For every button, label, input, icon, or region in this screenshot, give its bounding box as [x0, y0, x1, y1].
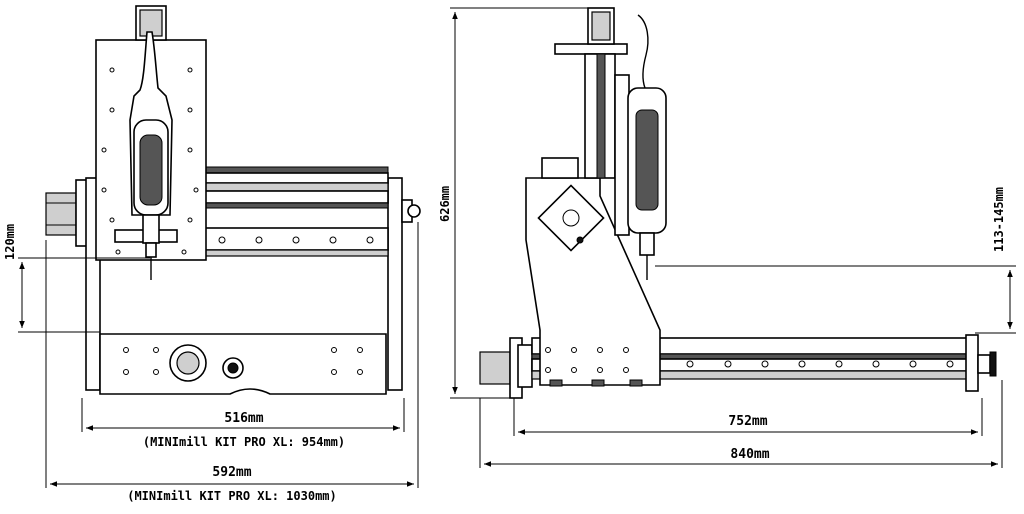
dim-front-outer-width-label: 592mm — [212, 465, 251, 480]
front-right-handwheel — [401, 199, 421, 223]
side-spindle — [627, 14, 667, 280]
dim-front-outer-width-note: (MINImill KIT PRO XL: 1030mm) — [127, 489, 337, 503]
dim-front-height: 120mm — [3, 224, 150, 333]
front-spindle — [129, 31, 173, 280]
front-rail-holes — [218, 236, 374, 244]
dim-front-height-label: 120mm — [3, 224, 17, 260]
dim-side-rail-length-label: 752mm — [728, 414, 767, 429]
dim-front-inner-width-note: (MINImill KIT PRO XL: 954mm) — [143, 435, 345, 449]
dim-side-rail-length: 752mm — [513, 398, 983, 436]
dim-front-inner-width-label: 516mm — [224, 411, 263, 426]
dim-side-clearance-label: 113-145mm — [992, 187, 1006, 252]
side-end-plate — [965, 334, 997, 392]
dim-side-total-height-label: 626mm — [438, 186, 452, 222]
side-z-column — [541, 7, 630, 236]
front-right-plate — [387, 177, 403, 391]
front-x-table — [99, 333, 387, 395]
side-y-motor — [479, 337, 533, 399]
dim-side-total-length: 840mm — [479, 380, 1003, 468]
dim-front-outer-width: 592mm (MINImill KIT PRO XL: 1030mm) — [45, 222, 419, 503]
side-view: 626mm 113-145mm 752mm 840mm — [438, 7, 1016, 468]
dim-side-total-length-label: 840mm — [730, 447, 769, 462]
dim-side-total-height: 626mm — [438, 7, 590, 399]
dim-front-inner-width: 516mm (MINImill KIT PRO XL: 954mm) — [81, 398, 405, 449]
front-left-motor — [45, 179, 91, 247]
front-view: 120mm 516mm (MINImill KIT PRO XL: 954mm)… — [3, 5, 421, 503]
side-gantry-plate — [525, 177, 661, 387]
dim-side-clearance: 113-145mm — [655, 187, 1016, 334]
front-z-motor — [135, 5, 167, 41]
